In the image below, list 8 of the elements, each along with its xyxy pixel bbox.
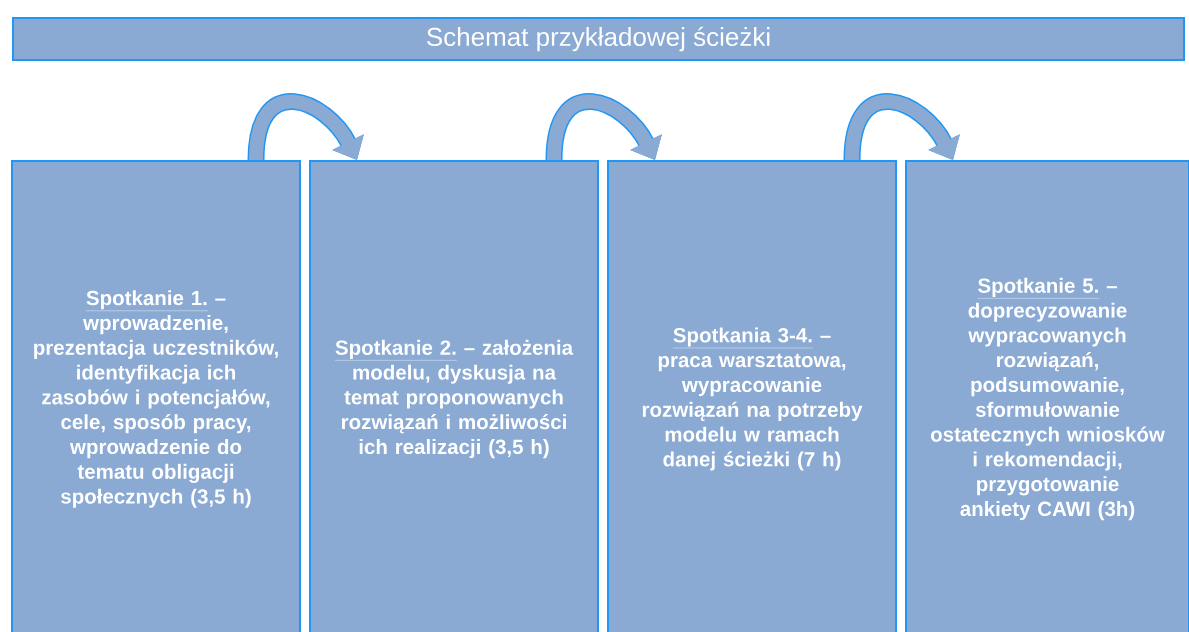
session-box: Spotkanie 2. – założenia modelu, dyskusja na temat proponowanych rozwiązań i możliwości ich realizacji (3,5 h) bbox=[309, 160, 599, 632]
curved-arrow bbox=[843, 93, 960, 161]
session-box: Spotkanie 1. – wprowadzenie, prezentacja uczestników, identyfikacja ich zasobów i potencjałów, cele, sposób pracy, wprowadzenie do tematu obligacji społecznych (3,5 h) bbox=[11, 160, 301, 632]
curved-arrow bbox=[545, 93, 662, 161]
title-band: Schemat przykładowej ścieżki bbox=[12, 17, 1185, 61]
session-box: Spotkania 3-4. – praca warsztatowa, wypracowanie rozwiązań na potrzeby modelu w ramach danej ścieżki (7 h) bbox=[607, 160, 897, 632]
curved-arrow bbox=[247, 93, 364, 161]
session-box: Spotkanie 5. – doprecyzowanie wypracowanych rozwiązań, podsumowanie, sformułowanie ostatecznych wniosków i rekomendacji, przygotowanie ankiety CAWI (3h) bbox=[905, 160, 1189, 632]
